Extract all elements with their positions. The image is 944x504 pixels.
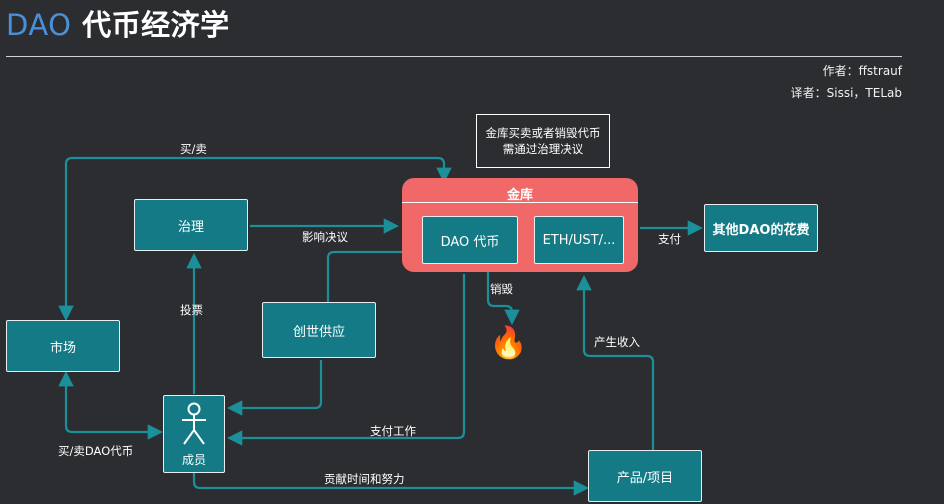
fire-icon: 🔥 [489,325,528,361]
label-buy-sell: 买/卖 [180,142,207,156]
arrow-product-treasury [576,274,655,450]
label-influence: 影响决议 [302,230,348,244]
title-divider [6,56,902,57]
node-genesis-supply: 创世供应 [262,302,376,358]
treasury-title: 金库 [506,188,533,203]
arrow-token-burn [486,272,520,326]
treasury-divider [402,202,638,203]
note-line-2: 需通过治理决议 [502,142,584,156]
translator-text: 译者：Sissi，TELab [790,86,902,100]
title-text: 代币经济学 [71,8,230,42]
label-pay: 支付 [658,232,681,246]
label-vote: 投票 [180,303,203,317]
node-members [163,395,225,473]
arrow-market-members [58,370,164,440]
label-buy-sell-dao: 买/卖DAO代币 [58,444,134,458]
node-eth-ust: ETH/UST/... [534,216,624,264]
person-icon [182,402,206,445]
node-governance: 治理 [134,199,248,251]
arrow-genesis-token [326,244,422,302]
arrow-genesis-members [226,360,323,416]
note-line-1: 金库买卖或者销毁代币 [485,126,601,140]
members-label: 成员 [181,453,206,467]
arrow-members-product [192,472,590,496]
arrow-treasury-market [58,156,452,322]
label-pay-work: 支付工作 [370,424,416,438]
node-other-dao-spend: 其他DAO的花费 [704,204,818,252]
node-dao-token: DAO 代币 [422,216,518,264]
governance-note: 金库买卖或者销毁代币需通过治理决议 [476,114,610,168]
label-contribute: 贡献时间和努力 [324,472,405,486]
author-text: 作者：ffstrauf [822,64,902,78]
title-dao: DAO [6,8,72,42]
page-title: DAO 代币经济学 [6,2,230,44]
label-revenue: 产生收入 [594,335,640,349]
node-product: 产品/项目 [588,450,702,502]
label-burn: 销毁 [490,282,513,296]
node-market: 市场 [6,320,120,372]
arrow-treasury-members [226,274,466,446]
